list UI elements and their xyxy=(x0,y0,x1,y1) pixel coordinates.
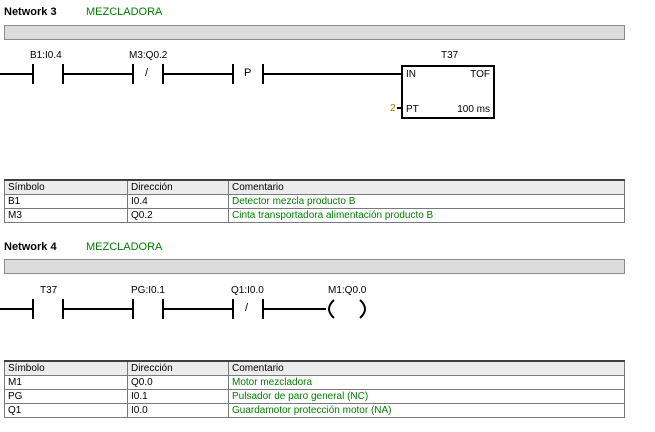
column-header-symbol: Símbolo xyxy=(4,360,128,376)
contact-m3-label: M3:Q0.2 xyxy=(129,50,168,61)
cell-address: I0.4 xyxy=(127,194,229,209)
timer-type-label: TOF xyxy=(470,69,490,80)
timer-pt-value[interactable]: 2 xyxy=(390,103,396,114)
network-3-symbol-table: Símbolo Dirección Comentario B1 I0.4 Det… xyxy=(4,179,625,223)
network-4-symbol-table: Símbolo Dirección Comentario M1 Q0.0 Mot… xyxy=(4,360,625,418)
contact-t37-label: T37 xyxy=(40,285,58,296)
negation-slash: / xyxy=(245,302,249,314)
column-header-symbol: Símbolo xyxy=(4,179,128,195)
contact-b1[interactable] xyxy=(32,64,64,84)
cell-symbol: M3 xyxy=(4,208,128,223)
network-3-comment[interactable]: MEZCLADORA xyxy=(86,6,163,18)
column-header-address: Dirección xyxy=(127,179,229,195)
contact-q1-label: Q1:I0.0 xyxy=(231,285,264,296)
column-header-comment: Comentario xyxy=(228,179,625,195)
negation-slash: / xyxy=(145,67,149,79)
contact-pg-label: PG:I0.1 xyxy=(131,285,165,296)
column-header-address: Dirección xyxy=(127,360,229,376)
timer-time-base: 100 ms xyxy=(457,104,490,115)
contact-t37[interactable] xyxy=(32,299,64,319)
table-row: PG I0.1 Pulsador de paro general (NC) xyxy=(4,389,625,404)
cell-symbol: PG xyxy=(4,389,128,404)
contact-b1-label: B1:I0.4 xyxy=(30,50,62,61)
cell-comment: Pulsador de paro general (NC) xyxy=(228,389,625,404)
table-row: B1 I0.4 Detector mezcla producto B xyxy=(4,194,625,209)
positive-transition-contact[interactable] xyxy=(232,64,264,84)
network-4-ladder xyxy=(0,299,366,319)
network-3-title[interactable]: Network 3 xyxy=(4,6,57,18)
cell-comment: Guardamotor protección motor (NA) xyxy=(228,403,625,418)
coil-m1-label: M1:Q0.0 xyxy=(328,285,367,296)
timer-name: T37 xyxy=(441,50,459,61)
cell-comment: Detector mezcla producto B xyxy=(228,194,625,209)
cell-symbol: B1 xyxy=(4,194,128,209)
contact-m3-nc[interactable] xyxy=(132,64,164,84)
table-row: M1 Q0.0 Motor mezcladora xyxy=(4,375,625,390)
table-row: Q1 I0.0 Guardamotor protección motor (NA… xyxy=(4,403,625,418)
network-4-comment-field[interactable] xyxy=(4,259,625,274)
contact-pg[interactable] xyxy=(132,299,164,319)
cell-address: Q0.2 xyxy=(127,208,229,223)
column-header-comment: Comentario xyxy=(228,360,625,376)
cell-comment: Cinta transportadora alimentación produc… xyxy=(228,208,625,223)
cell-symbol: Q1 xyxy=(4,403,128,418)
table-row: M3 Q0.2 Cinta transportadora alimentació… xyxy=(4,208,625,223)
cell-address: Q0.0 xyxy=(127,375,229,390)
timer-in-label: IN xyxy=(406,69,416,80)
timer-tof-box[interactable]: IN TOF PT 100 ms xyxy=(401,65,495,119)
coil-m1[interactable] xyxy=(328,299,366,319)
cell-address: I0.0 xyxy=(127,403,229,418)
cell-comment: Motor mezcladora xyxy=(228,375,625,390)
network-4-comment[interactable]: MEZCLADORA xyxy=(86,241,163,253)
contact-q1-nc[interactable] xyxy=(232,299,264,319)
network-4-title[interactable]: Network 4 xyxy=(4,241,57,253)
cell-address: I0.1 xyxy=(127,389,229,404)
table-header-row: Símbolo Dirección Comentario xyxy=(4,360,625,376)
table-header-row: Símbolo Dirección Comentario xyxy=(4,179,625,195)
network-3-ladder xyxy=(0,64,403,109)
cell-symbol: M1 xyxy=(4,375,128,390)
p-label: P xyxy=(244,67,252,79)
network-3-comment-field[interactable] xyxy=(4,25,625,40)
timer-pt-label: PT xyxy=(406,104,419,115)
